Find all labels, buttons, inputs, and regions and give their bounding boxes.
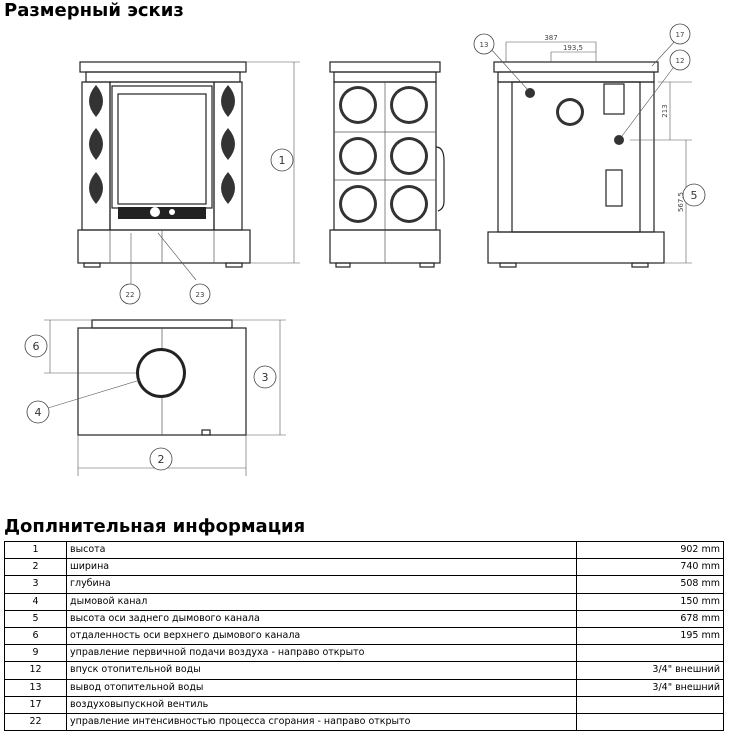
callout-circle xyxy=(669,49,691,71)
info-cell-num: 4 xyxy=(4,592,67,611)
info-cell-value: 195 mm xyxy=(576,626,724,646)
dimension-labels: 387 193,5 213 567,5 xyxy=(544,34,685,212)
info-cell-num: 9 xyxy=(4,644,67,663)
back-view xyxy=(487,39,692,268)
callout-label: 1 xyxy=(279,154,286,167)
info-cell-num: 1 xyxy=(4,540,67,560)
info-cell-value xyxy=(576,695,724,714)
info-cell-value: 740 mm xyxy=(576,558,724,577)
top-view xyxy=(44,319,286,476)
callout-label: 2 xyxy=(158,453,165,466)
side-view xyxy=(329,61,445,268)
info-cell-label: воздуховыпускной вентиль xyxy=(66,695,577,714)
info-cell-label: управление интенсивностью процесса сгора… xyxy=(66,712,577,732)
info-cell-label: управление первичной подачи воздуха - на… xyxy=(66,644,577,663)
callout-label: 23 xyxy=(196,291,205,299)
info-cell-label: высота оси заднего дымового канала xyxy=(66,609,577,628)
callout-label: 12 xyxy=(676,57,685,65)
info-cell-value: 678 mm xyxy=(576,609,724,628)
callout-label: 4 xyxy=(35,406,42,419)
dimension-value: 567,5 xyxy=(677,192,685,212)
dimension-value: 387 xyxy=(544,34,557,42)
info-cell-num: 22 xyxy=(4,712,67,732)
info-cell-value: 508 mm xyxy=(576,575,724,594)
info-cell-value: 3/4" внешний xyxy=(576,661,724,680)
info-cell-num: 12 xyxy=(4,661,67,680)
info-cell-value xyxy=(576,712,724,732)
callout-circle xyxy=(26,400,50,424)
info-cell-value: 902 mm xyxy=(576,540,724,560)
callout-circle xyxy=(270,148,294,172)
info-cell-label: отдаленность оси верхнего дымового канал… xyxy=(66,626,577,646)
info-cell-label: высота xyxy=(66,540,577,560)
callout-label: 5 xyxy=(691,189,698,202)
info-title: Доплнительная информация xyxy=(4,516,306,537)
info-cell-label: дымовой канал xyxy=(66,592,577,611)
callout-label: 3 xyxy=(262,371,269,384)
info-cell-num: 2 xyxy=(4,558,67,577)
callout-label: 6 xyxy=(33,340,40,353)
info-cell-num: 17 xyxy=(4,695,67,714)
info-cell-num: 13 xyxy=(4,678,67,697)
sketch-title: Размерный эскиз xyxy=(4,0,184,21)
info-cell-label: глубина xyxy=(66,575,577,594)
callout-circle xyxy=(189,283,211,305)
info-cell-label: вывод отопительной воды xyxy=(66,678,577,697)
info-cell-label: ширина xyxy=(66,558,577,577)
callout-circle xyxy=(149,447,173,471)
callout-label: 17 xyxy=(676,31,685,39)
info-cell-value xyxy=(576,644,724,663)
info-cell-value: 3/4" внешний xyxy=(576,678,724,697)
callout-circle xyxy=(119,283,141,305)
dimension-value: 213 xyxy=(661,104,669,117)
callout-label: 22 xyxy=(126,291,135,299)
info-cell-num: 5 xyxy=(4,609,67,628)
front-view xyxy=(77,61,300,284)
info-cell-num: 6 xyxy=(4,626,67,646)
callout-circle xyxy=(253,365,277,389)
info-cell-value: 150 mm xyxy=(576,592,724,611)
dimension-value: 193,5 xyxy=(563,44,583,52)
callout-circle xyxy=(682,183,706,207)
callout-label: 13 xyxy=(480,41,489,49)
info-cell-num: 3 xyxy=(4,575,67,594)
callout-circle xyxy=(669,23,691,45)
callout-circle xyxy=(473,33,495,55)
info-cell-label: впуск отопительной воды xyxy=(66,661,577,680)
callout-circle xyxy=(24,334,48,358)
